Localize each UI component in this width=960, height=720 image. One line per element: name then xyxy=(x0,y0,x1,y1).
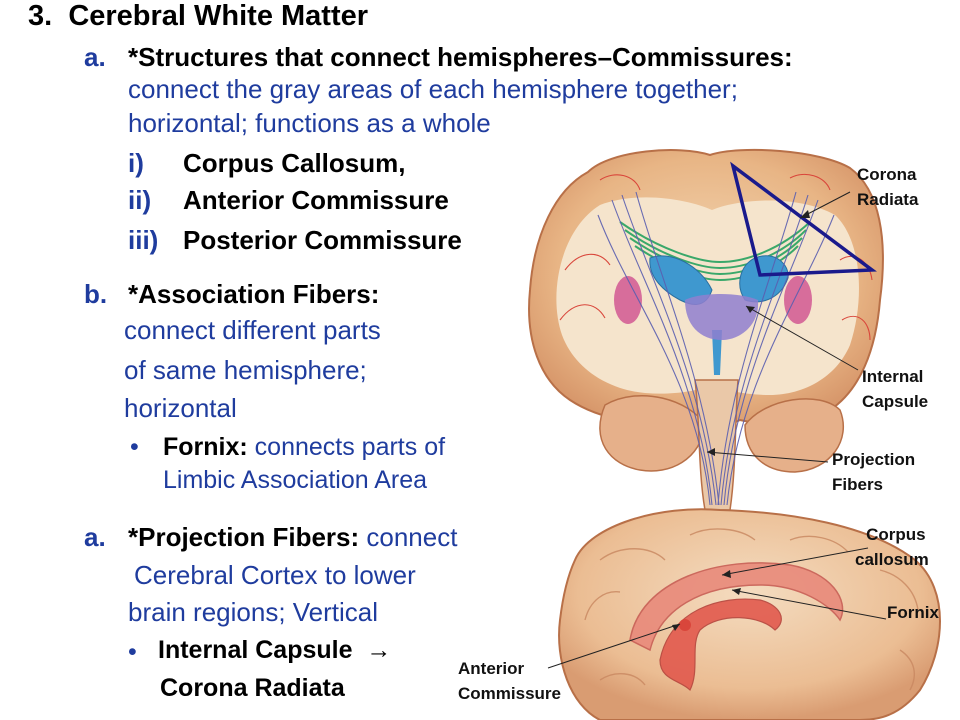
section-b-desc-line2: of same hemisphere; xyxy=(124,355,367,385)
heading-title: Cerebral White Matter xyxy=(68,0,369,32)
anterior-commissure-dot xyxy=(679,619,691,631)
label-corona-radiata-line2: Radiata xyxy=(857,190,919,209)
section-b-desc-line3: horizontal xyxy=(124,393,237,423)
item-i-marker: i) xyxy=(128,148,144,178)
fornix-desc: connects parts of xyxy=(247,433,446,461)
section-a1-title: *Structures that connect hemispheres–Com… xyxy=(128,42,793,72)
section-a2-desc-line2: brain regions; Vertical xyxy=(128,597,379,627)
coronal-section-brain xyxy=(528,148,884,511)
cerebrum-outline xyxy=(528,148,884,429)
label-fornix: Fornix xyxy=(887,603,939,622)
label-corona-radiata: Corona Radiata xyxy=(857,162,918,212)
section-a2-title: *Projection Fibers: xyxy=(128,522,360,552)
section-a2-desc-line1: Cerebral Cortex to lower xyxy=(134,560,416,590)
item-iii-marker: iii) xyxy=(128,225,159,255)
label-internal-capsule-line2: Capsule xyxy=(862,392,929,411)
projection-fibers xyxy=(597,191,835,506)
association-fibers xyxy=(559,173,873,341)
label-projection-fibers-line1: Projection xyxy=(832,450,916,469)
page-title: 3. Cerebral White Matter xyxy=(28,0,368,33)
corpus-callosum-fibers xyxy=(619,221,811,282)
cerebellum-right xyxy=(744,398,845,473)
item-i-text: Corpus Callosum, xyxy=(183,148,406,178)
item-ii-marker: ii) xyxy=(128,185,152,215)
basal-nuclei-right xyxy=(784,276,812,324)
fornix-bullet-line2: Limbic Association Area xyxy=(163,466,428,494)
internal-capsule-leader xyxy=(745,305,859,371)
label-anterior-commissure-line1: Anterior xyxy=(458,659,525,678)
corpus-callosum-leader xyxy=(721,547,869,576)
projection-fibers-leader xyxy=(706,451,829,463)
fornix-bullet: • xyxy=(130,433,139,461)
section-a2-title-tail: connect xyxy=(359,522,458,552)
corona-radiata-leader xyxy=(799,191,851,219)
label-internal-capsule: Internal Capsule xyxy=(862,364,928,414)
label-corpus-callosum-line2: callosum xyxy=(855,550,929,569)
fornix-leader xyxy=(731,589,887,620)
capsule-bullet-line2: Corona Radiata xyxy=(160,674,345,702)
label-projection-fibers: Projection Fibers xyxy=(832,447,915,497)
fornix-bullet-line1: Fornix: connects parts of xyxy=(163,433,445,462)
section-b-marker: b. xyxy=(84,279,108,309)
arrow-icon: → xyxy=(366,636,392,664)
corpus-callosum xyxy=(629,562,844,652)
section-a1-desc-line2: horizontal; functions as a whole xyxy=(128,108,491,138)
basal-nuclei-left xyxy=(614,276,642,324)
white-matter xyxy=(556,197,859,395)
capsule-bullet: • xyxy=(128,638,137,666)
section-a2-title-line: *Projection Fibers: connect xyxy=(128,522,457,552)
anterior-commissure-leader xyxy=(547,623,681,669)
section-a2-marker: a. xyxy=(84,522,106,552)
corona-radiata-highlight xyxy=(730,161,877,277)
heading-number: 3. xyxy=(28,0,53,32)
item-iii-text: Posterior Commissure xyxy=(183,225,462,255)
label-anterior-commissure-line2: Commissure xyxy=(458,684,561,703)
section-b-desc-line1: connect different parts xyxy=(124,315,381,345)
label-internal-capsule-line1: Internal xyxy=(862,367,924,386)
capsule-bullet-line1: Internal Capsule → xyxy=(158,636,391,665)
fornix xyxy=(659,598,782,692)
internal-capsule-term: Internal Capsule xyxy=(158,636,353,664)
label-corpus-callosum-line1: Corpus xyxy=(866,525,926,544)
label-anterior-commissure: Anterior Commissure xyxy=(458,656,561,706)
section-a1-marker: a. xyxy=(84,42,106,72)
lateral-ventricles xyxy=(649,255,789,305)
label-projection-fibers-line2: Fibers xyxy=(832,475,884,494)
label-corpus-callosum: Corpus callosum xyxy=(855,522,929,572)
thalamus xyxy=(685,294,759,340)
cerebellum xyxy=(599,394,706,472)
third-ventricle xyxy=(712,330,722,375)
section-a1-desc-line1: connect the gray areas of each hemispher… xyxy=(128,74,738,104)
fornix-term: Fornix: xyxy=(163,433,248,461)
section-b-title: *Association Fibers: xyxy=(128,279,380,309)
label-corona-radiata-line1: Corona xyxy=(857,165,917,184)
brainstem xyxy=(694,379,739,511)
item-ii-text: Anterior Commissure xyxy=(183,185,449,215)
